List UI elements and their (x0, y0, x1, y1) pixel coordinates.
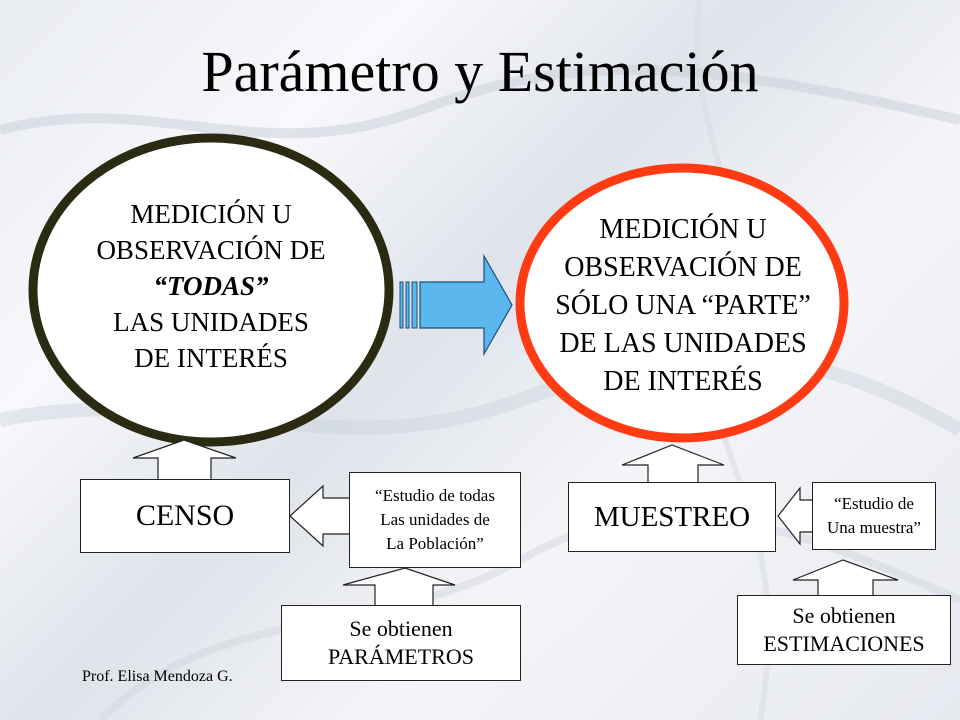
parametros-line-2: PARÁMETROS (328, 644, 474, 669)
right-ellipse-line-1: MEDICIÓN U (599, 214, 767, 245)
estimaciones-line-2: ESTIMACIONES (763, 631, 925, 656)
censo-note-line-1: “Estudio de todas (375, 486, 495, 505)
arrow-estimaciones-up (792, 559, 899, 596)
arrow-parametros-up (342, 567, 456, 606)
censo-note-box: “Estudio de todas Las unidades de La Pob… (349, 472, 521, 568)
parametros-box: Se obtienen PARÁMETROS (281, 605, 521, 681)
footer-author: Prof. Elisa Mendoza G. (82, 668, 233, 685)
censo-box: CENSO (80, 479, 290, 553)
left-ellipse-line-1: MEDICIÓN U (130, 199, 292, 229)
muestreo-label: MUESTREO (593, 500, 751, 533)
left-ellipse-line-3: “TODAS” (153, 271, 269, 301)
censo-label: CENSO (135, 499, 235, 532)
muestreo-note-line-2: Una muestra” (827, 518, 921, 537)
left-ellipse-text: MEDICIÓN U OBSERVACIÓN DE “TODAS” LAS UN… (60, 196, 362, 376)
arrow-note-to-censo (289, 484, 350, 548)
parametros-line-1: Se obtienen (349, 616, 453, 641)
muestreo-box: MUESTREO (568, 482, 776, 552)
left-ellipse (28, 133, 394, 447)
right-ellipse-line-2: OBSERVACIÓN DE (564, 252, 802, 283)
arrow-note-to-muestreo (777, 486, 812, 546)
right-ellipse-line-5: DE INTERÉS (603, 366, 763, 397)
censo-note-line-3: La Población” (386, 534, 484, 553)
right-ellipse (515, 163, 849, 443)
arrow-muestreo-up (621, 444, 725, 483)
right-ellipse-text: MEDICIÓN U OBSERVACIÓN DE SÓLO UNA “PART… (528, 211, 838, 401)
estimaciones-line-1: Se obtienen (792, 603, 896, 628)
muestreo-note-line-1: “Estudio de (834, 494, 914, 513)
muestreo-note-box: “Estudio de Una muestra” (812, 482, 936, 550)
right-ellipse-line-3: SÓLO UNA “PARTE” (555, 290, 811, 321)
left-ellipse-line-2: OBSERVACIÓN DE (96, 235, 326, 265)
arrow-censo-up (132, 439, 237, 480)
right-ellipse-line-4: DE LAS UNIDADES (559, 328, 807, 359)
left-ellipse-line-5: DE INTERÉS (134, 343, 288, 373)
left-ellipse-line-4: LAS UNIDADES (113, 307, 309, 337)
page-title: Parámetro y Estimación (201, 39, 759, 104)
estimaciones-box: Se obtienen ESTIMACIONES (737, 595, 951, 665)
arrow-between-ellipses (399, 253, 513, 357)
censo-note-line-2: Las unidades de (380, 510, 490, 529)
